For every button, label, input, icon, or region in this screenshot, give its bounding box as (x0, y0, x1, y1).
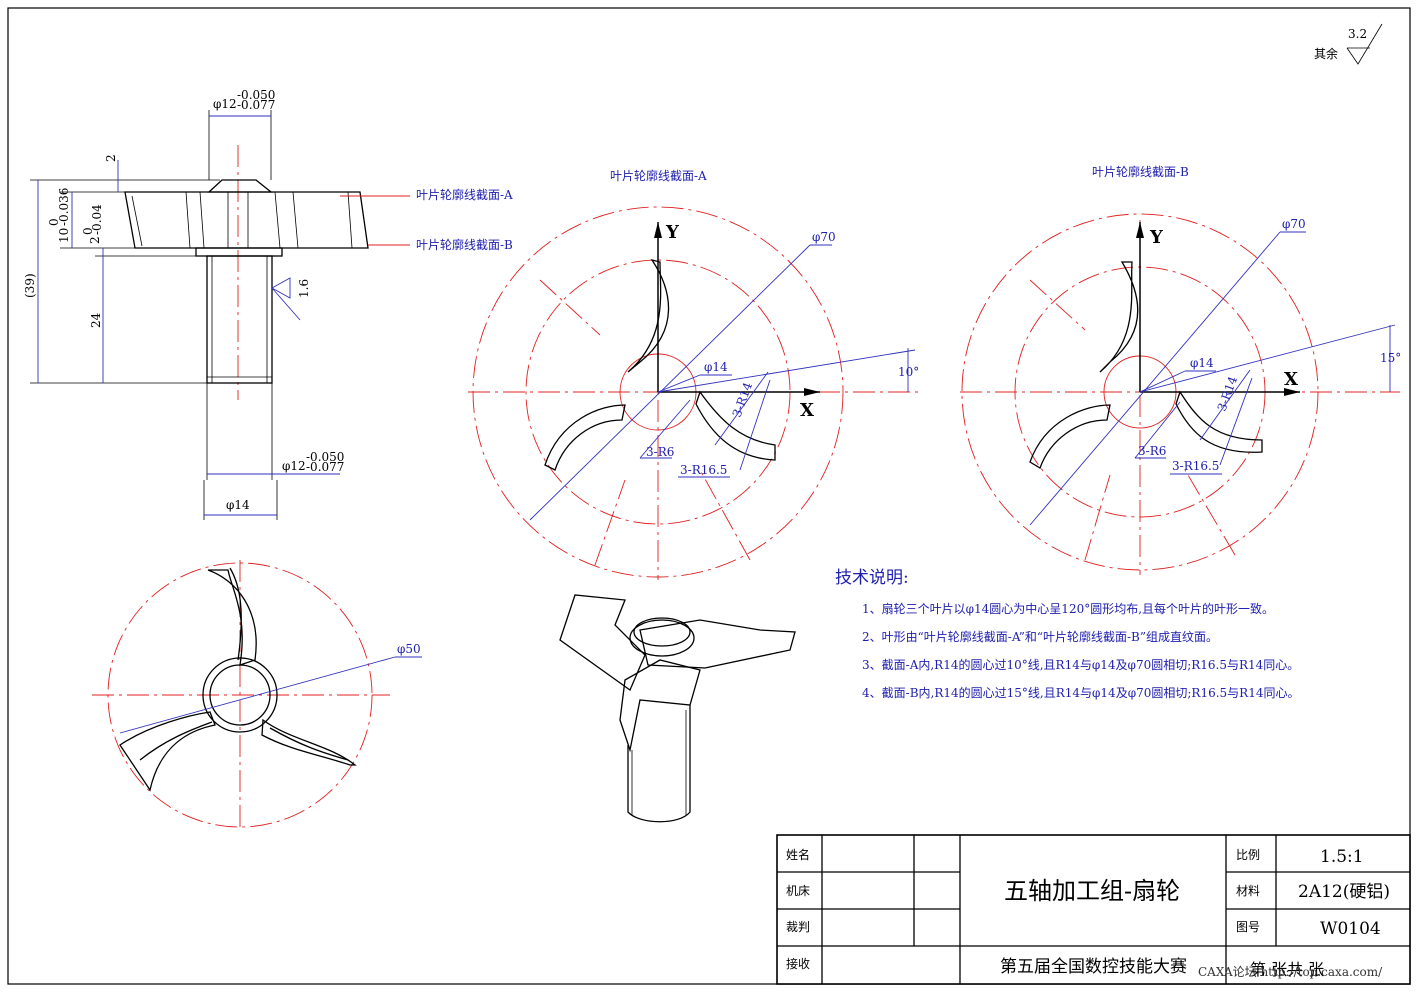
dim-24: 24 (89, 312, 103, 328)
section-a-r16-5: 3-R16.5 (680, 463, 727, 477)
material-value: 2A12(硬铝) (1298, 882, 1390, 902)
label-section-b-front: 叶片轮廓线截面-B (416, 237, 513, 252)
dim-2-small-tol-lower: -0.04 (90, 204, 104, 235)
note-item: 3、截面-A内,R14的圆心过10°线,且R14与φ14及φ70圆相切;R16.… (862, 657, 1299, 672)
dim-14: φ14 (226, 498, 250, 512)
event-name: 第五届全国数控技能大赛 (1000, 956, 1187, 977)
dim-bottom-dia: φ12 (282, 459, 306, 473)
top-view-dia-50: φ50 (397, 642, 421, 656)
scale-label: 比例 (1236, 848, 1260, 862)
isometric-view (559, 594, 796, 823)
tb-row-machine: 机床 (786, 884, 810, 898)
dim-39: (39) (23, 273, 37, 298)
section-b-axis-x: X (1284, 369, 1298, 390)
section-a-title: 叶片轮廓线截面-A (610, 168, 707, 183)
section-a-r6: 3-R6 (646, 445, 674, 459)
dim-top-tol-lower: -0.077 (237, 98, 275, 112)
section-a-dia-70: φ70 (812, 230, 836, 244)
dim-bottom-tol-lower: -0.077 (306, 460, 344, 474)
dim-bottom-tol-upper: -0.050 (306, 450, 344, 464)
dim-2-small-tol-upper: 0 (81, 227, 95, 235)
label-section-a-front: 叶片轮廓线截面-A (416, 187, 513, 202)
tb-row-receive: 接收 (786, 956, 810, 971)
section-a-axis-y: Y (665, 222, 680, 243)
sheet-border (7, 7, 1411, 985)
section-a-r14: 3-R14 (730, 380, 756, 419)
front-view: 叶片轮廓线截面-A 叶片轮廓线截面-B φ12 -0.050 -0.077 (3… (23, 88, 513, 520)
note-item: 2、叶形由“叶片轮廓线截面-A”和“叶片轮廓线截面-B”组成直纹面。 (862, 629, 1218, 644)
section-b-r6: 3-R6 (1138, 444, 1166, 458)
section-b-angle: 15° (1380, 351, 1401, 365)
section-b-r14: 3-R14 (1215, 374, 1241, 413)
sheet-text: 第 张共 张 (1250, 960, 1324, 979)
watermark: CAXA论坛 http://top.caxa.com/ (1198, 965, 1383, 979)
section-a-angle: 10° (898, 365, 919, 379)
dim-10: 10 (57, 228, 71, 243)
top-view: φ50 (92, 560, 422, 830)
roughness-shaft: 1.6 (297, 279, 311, 298)
section-a-axis-x: X (800, 400, 814, 421)
drawing-no-label: 图号 (1236, 920, 1260, 934)
roughness-label: 其余 (1314, 46, 1338, 61)
part-title: 五轴加工组-扇轮 (1004, 877, 1180, 905)
section-b-dia-14: φ14 (1190, 356, 1214, 370)
note-item: 4、截面-B内,R14的圆心过15°线,且R14与φ14及φ70圆相切;R16.… (862, 685, 1299, 700)
technical-notes: 技术说明: 1、扇轮三个叶片以φ14圆心为中心呈120°圆形均布,且每个叶片的叶… (835, 568, 1299, 700)
roughness-symbol: 其余 3.2 (1314, 23, 1383, 65)
section-a-view: 叶片轮廓线截面-A Y X φ70 φ14 10° 3-R14 (468, 168, 919, 580)
notes-title: 技术说明: (835, 568, 909, 588)
note-item: 1、扇轮三个叶片以φ14圆心为中心呈120°圆形均布,且每个叶片的叶形一致。 (862, 601, 1274, 616)
dim-top-tol-upper: -0.050 (237, 88, 275, 102)
scale-value: 1.5:1 (1320, 847, 1364, 867)
roughness-value: 3.2 (1348, 27, 1367, 41)
section-b-axis-y: Y (1149, 227, 1164, 248)
dim-2-small: 2 (88, 236, 102, 244)
tb-row-judge: 裁判 (786, 920, 810, 934)
section-b-title: 叶片轮廓线截面-B (1092, 164, 1189, 179)
dim-top-dia: φ12 (213, 97, 237, 111)
dim-2: 2 (104, 154, 118, 162)
section-b-view: 叶片轮廓线截面-B Y X φ70 φ14 15° 3-R14 3-R6 3 (960, 164, 1401, 575)
section-b-r16-5: 3-R16.5 (1172, 459, 1219, 473)
section-b-dia-70: φ70 (1282, 217, 1306, 231)
dim-10-tol-upper: 0 (47, 218, 61, 226)
title-block: 姓名 机床 裁判 接收 五轴加工组-扇轮 第五届全国数控技能大赛 比例 1.5:… (776, 834, 1411, 985)
tb-row-name: 姓名 (786, 847, 810, 862)
material-label: 材料 (1236, 884, 1260, 898)
dim-10-tol-lower: -0.036 (57, 188, 71, 226)
section-a-dia-14: φ14 (704, 360, 728, 374)
drawing-no-value: W0104 (1320, 919, 1381, 939)
